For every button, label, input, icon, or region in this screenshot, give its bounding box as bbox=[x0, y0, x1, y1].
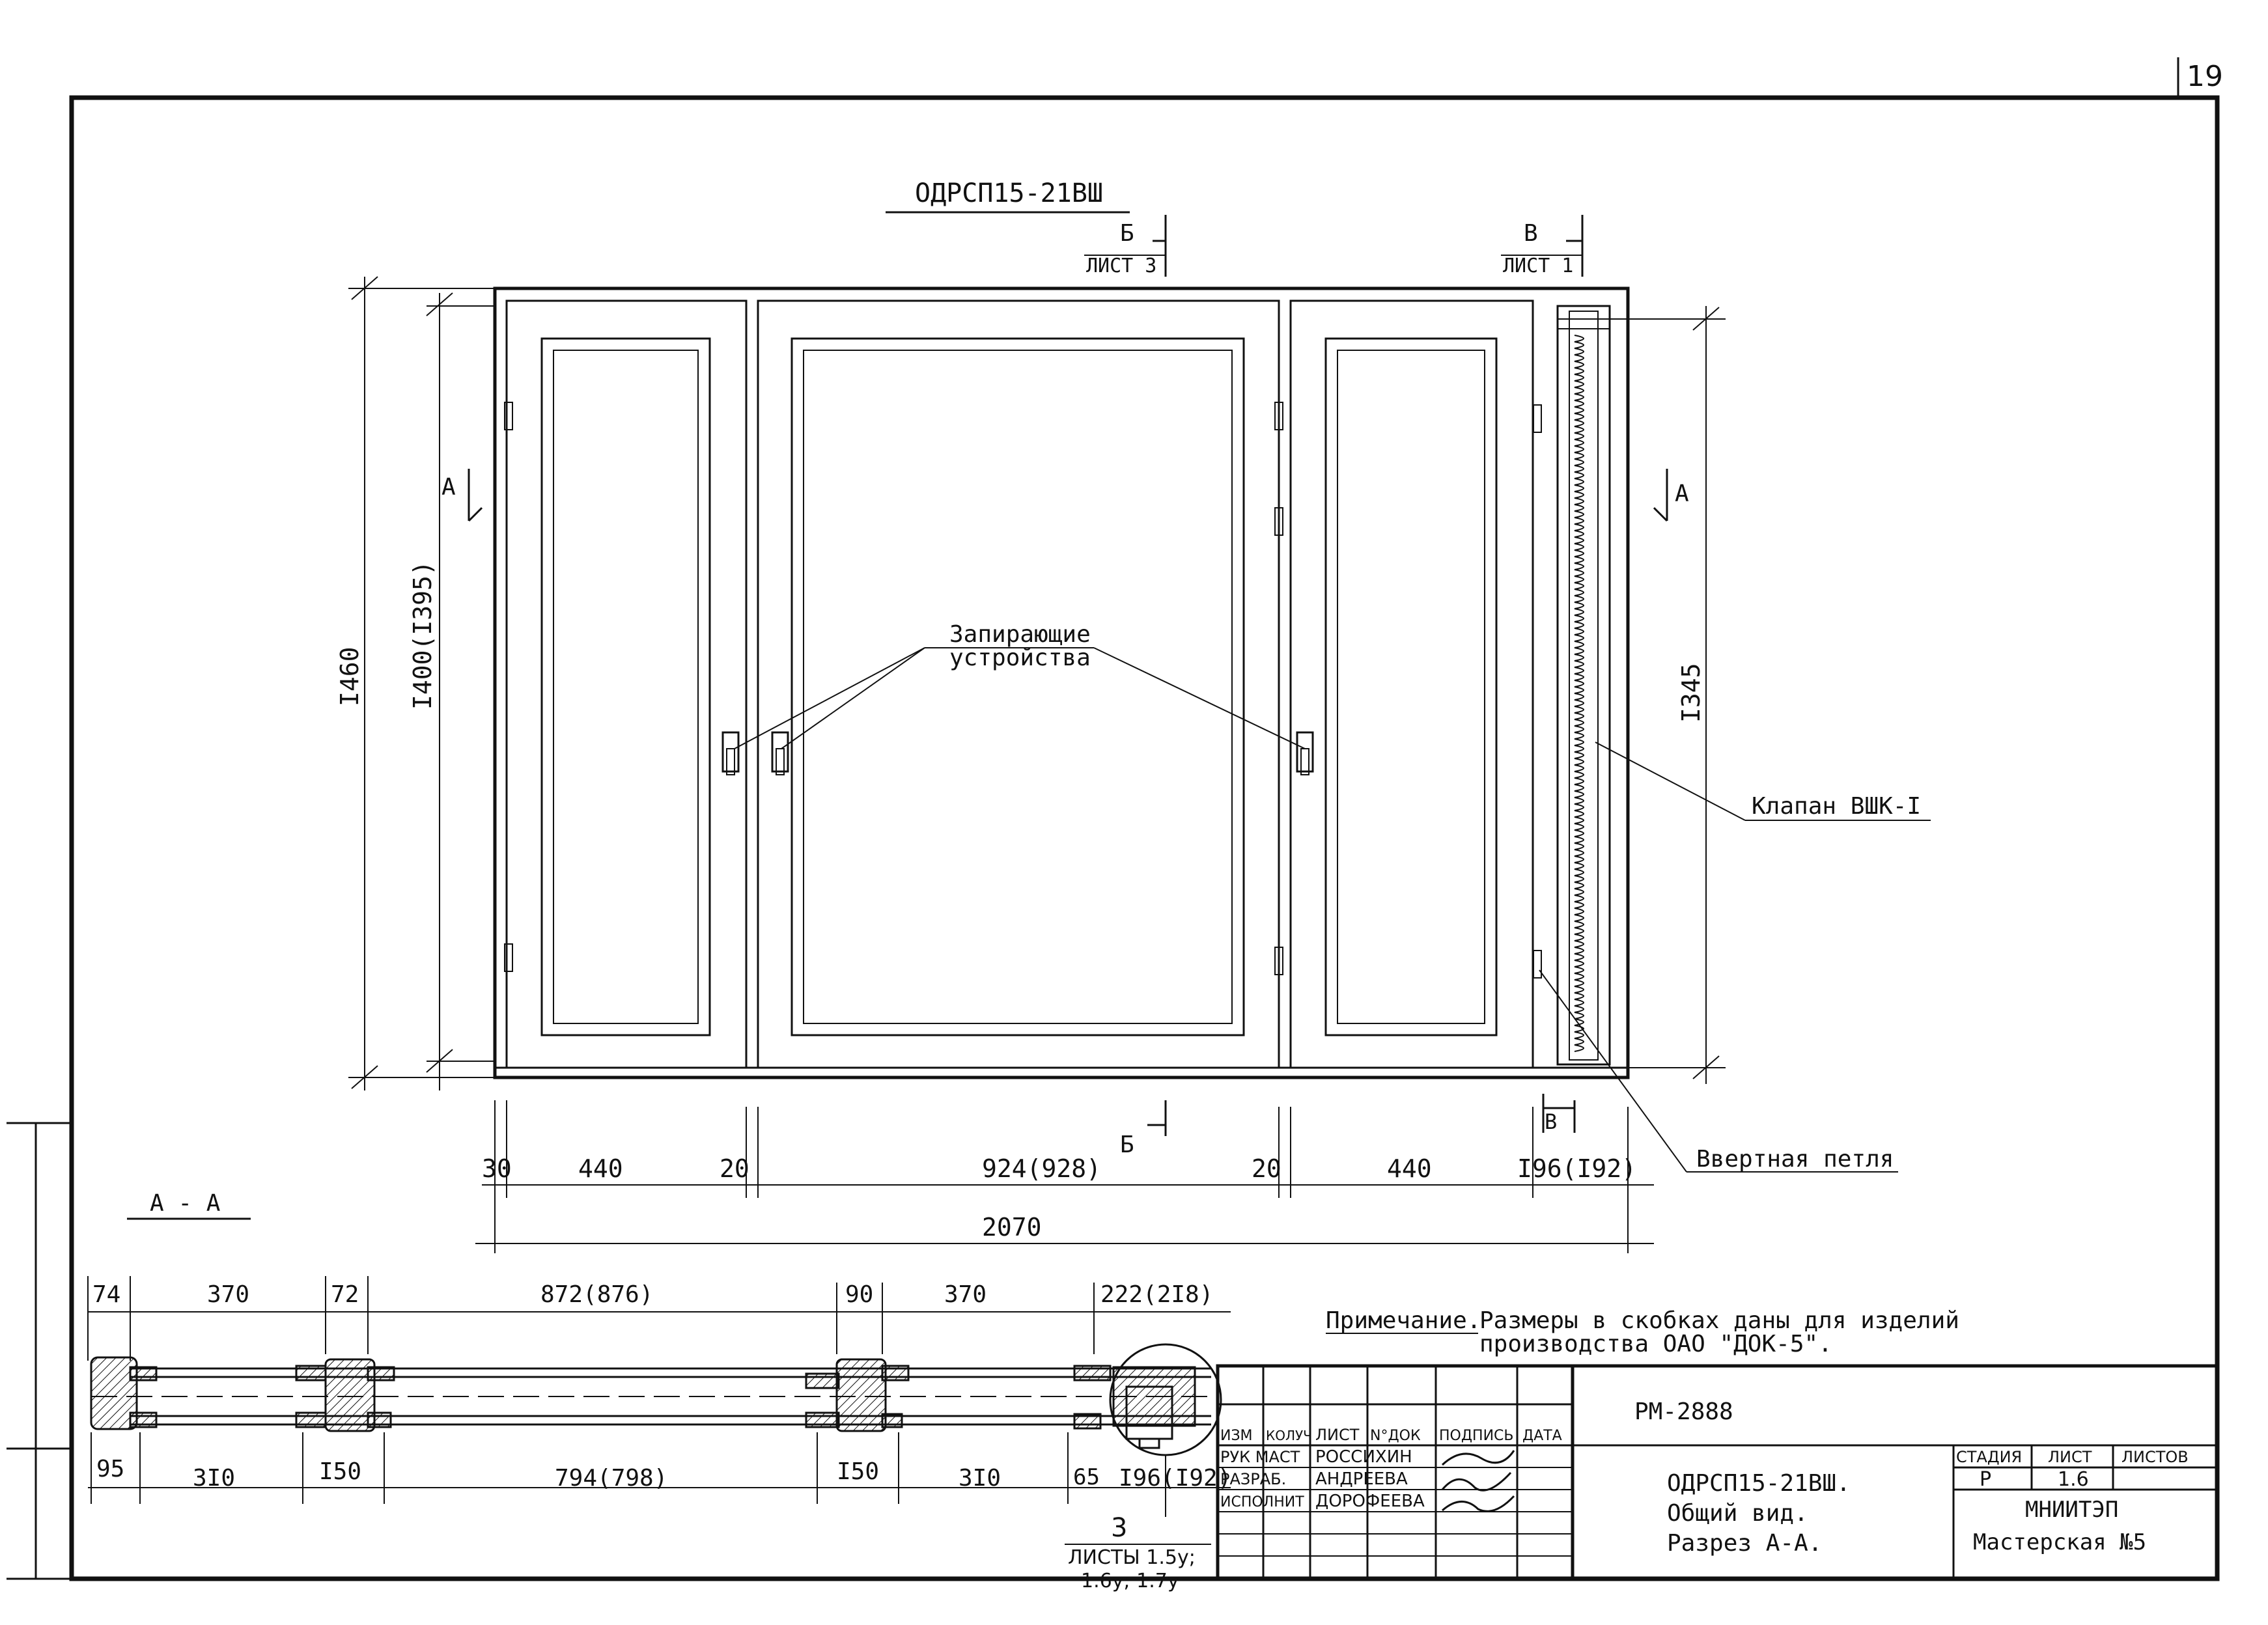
dim-section-top-0: 74 bbox=[92, 1281, 120, 1308]
title-block bbox=[1216, 1364, 2219, 1581]
tb-sheet: 1.6 bbox=[2058, 1468, 2089, 1491]
tb-name-0: РОССИХИН bbox=[1315, 1447, 1412, 1467]
dim-bottom-5: 440 bbox=[1387, 1154, 1432, 1183]
dim-section-bottom-2: I50 bbox=[319, 1458, 361, 1485]
tb-name-2: ДОРОФЕЕВА bbox=[1315, 1492, 1425, 1511]
section-v-top-sheet: ЛИСТ 1 bbox=[1503, 255, 1573, 277]
dim-bottom-0: 30 bbox=[482, 1154, 512, 1183]
dim-section-top-3: 872(876) bbox=[540, 1281, 653, 1308]
dim-bottom-4: 20 bbox=[1252, 1154, 1281, 1183]
label-valve: Клапан ВШК-I bbox=[1752, 793, 1921, 820]
hinge-marks bbox=[504, 402, 1542, 979]
dim-section-top-row: 74 370 72 872(876) 90 370 222(2I8) bbox=[92, 1281, 1213, 1308]
tb-role-0: РУК МАСТ bbox=[1220, 1448, 1300, 1466]
dim-bottom-row: 30 440 20 924(928) 20 440 I96(I92) bbox=[482, 1154, 1636, 1183]
dim-section-top-5: 370 bbox=[944, 1281, 987, 1308]
dim-bottom-6: I96(I92) bbox=[1517, 1154, 1636, 1183]
sash-center bbox=[757, 299, 1280, 1069]
tb-organization: МНИИТЭП bbox=[2025, 1497, 2118, 1523]
dim-section-bottom-7: I96(I92) bbox=[1119, 1465, 1231, 1492]
leaders bbox=[734, 647, 1931, 1173]
tb-role-1: РАЗРАБ. bbox=[1220, 1470, 1286, 1488]
callout-sheets-2: 1.6у; 1.7у bbox=[1081, 1570, 1179, 1592]
horizontal-dimensions bbox=[475, 1100, 1654, 1253]
label-locking-devices-1: Запирающие bbox=[949, 621, 1091, 648]
dim-bottom-3: 924(928) bbox=[982, 1154, 1101, 1183]
tb-header-3: N°ДОК bbox=[1370, 1428, 1421, 1444]
note-line-1: Размеры в скобках даны для изделий bbox=[1479, 1307, 1959, 1334]
section-v-bottom-letter: В bbox=[1545, 1109, 1557, 1134]
callout-sheets-1: ЛИСТЫ 1.5у; bbox=[1068, 1546, 1196, 1569]
tb-sheet-header: ЛИСТ bbox=[2048, 1448, 2092, 1466]
section-b-top-sheet: ЛИСТ 3 bbox=[1086, 255, 1156, 277]
page-number: 19 bbox=[2187, 60, 2223, 93]
section-b-bottom-letter: Б bbox=[1120, 1132, 1134, 1158]
tb-section: Разрез А-А. bbox=[1667, 1530, 1822, 1557]
tb-signatures bbox=[1441, 1450, 1515, 1512]
section-a-left: А bbox=[441, 474, 456, 501]
section-b-top-letter: Б bbox=[1120, 220, 1134, 247]
tb-header-5: ДАТА bbox=[1522, 1428, 1562, 1444]
tb-header-1: КОЛУЧ bbox=[1266, 1428, 1312, 1443]
dim-section-bottom-3: 794(798) bbox=[555, 1465, 667, 1492]
dim-section-bottom-6: 65 bbox=[1073, 1464, 1100, 1490]
label-locking-devices-2: устройства bbox=[949, 645, 1091, 671]
tb-workshop: Мастерская №5 bbox=[1973, 1529, 2146, 1555]
vertical-dimensions bbox=[348, 276, 1726, 1090]
section-v-top-letter: В bbox=[1524, 220, 1538, 247]
section-aa-drawing bbox=[87, 1276, 1231, 1504]
dim-section-top-4: 90 bbox=[845, 1281, 873, 1308]
dim-bottom-1: 440 bbox=[578, 1154, 623, 1183]
sash-right bbox=[1289, 299, 1534, 1069]
dim-section-bottom-5: 3I0 bbox=[959, 1465, 1001, 1492]
tb-sheets-header: ЛИСТОВ bbox=[2121, 1448, 2189, 1466]
dim-height-frame: I400(I395) bbox=[408, 561, 437, 710]
note-line-2: производства ОАО "ДОК-5". bbox=[1479, 1331, 1832, 1357]
dim-width-total: 2070 bbox=[982, 1213, 1042, 1242]
tb-header-2: ЛИСТ bbox=[1315, 1426, 1360, 1444]
dim-height-total: I460 bbox=[335, 646, 364, 706]
section-marks: Б ЛИСТ 3 В ЛИСТ 1 Б В А А bbox=[441, 215, 1689, 1158]
window-elevation bbox=[493, 286, 1630, 1079]
section-aa-title: А - А bbox=[150, 1190, 221, 1217]
tb-stage: Р bbox=[1980, 1468, 1991, 1491]
callout-number: 3 bbox=[1111, 1513, 1127, 1543]
section-a-right: А bbox=[1675, 480, 1689, 507]
tb-name-1: АНДРЕЕВА bbox=[1315, 1469, 1408, 1489]
valve-vshk bbox=[1556, 305, 1611, 1066]
dim-height-valve: I345 bbox=[1677, 663, 1705, 723]
label-hinge: Ввертная петля bbox=[1696, 1146, 1894, 1173]
tb-doc-code: РМ-2888 bbox=[1634, 1398, 1733, 1425]
dim-section-top-6: 222(2I8) bbox=[1100, 1281, 1213, 1308]
tb-role-2: ИСПОЛНИТ bbox=[1220, 1494, 1304, 1510]
note-label: Примечание. bbox=[1326, 1307, 1481, 1334]
tb-header-0: ИЗМ bbox=[1220, 1428, 1253, 1444]
dim-section-bottom-4: I50 bbox=[837, 1458, 879, 1485]
locking-handles bbox=[721, 731, 1314, 775]
dim-section-bottom-row: 95 3I0 I50 794(798) I50 3I0 65 I96(I92) bbox=[96, 1456, 1231, 1492]
dim-section-top-2: 72 bbox=[331, 1281, 359, 1308]
tb-product: ОДРСП15-21ВШ. bbox=[1667, 1470, 1851, 1497]
tb-stage-header: СТАДИЯ bbox=[1956, 1448, 2022, 1466]
dim-section-bottom-1: 3I0 bbox=[193, 1465, 235, 1492]
tb-drawing-name: Общий вид. bbox=[1667, 1500, 1808, 1527]
tb-headers: ИЗМ КОЛУЧ ЛИСТ N°ДОК ПОДПИСЬ ДАТА bbox=[1220, 1426, 1562, 1444]
detail-callout bbox=[1065, 1455, 1211, 1545]
tb-header-4: ПОДПИСЬ bbox=[1439, 1428, 1514, 1444]
sash-left bbox=[505, 299, 748, 1069]
view-title: ОДРСП15-21ВШ bbox=[915, 178, 1103, 208]
dim-bottom-2: 20 bbox=[720, 1154, 749, 1183]
dim-section-top-1: 370 bbox=[207, 1281, 249, 1308]
sheet-border bbox=[7, 57, 2220, 1581]
dim-section-bottom-0: 95 bbox=[96, 1456, 124, 1482]
